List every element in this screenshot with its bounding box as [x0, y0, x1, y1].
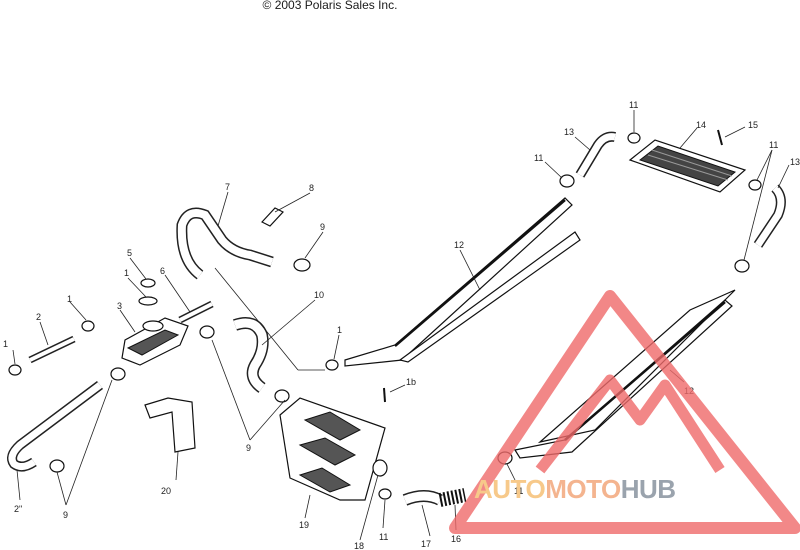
- clamp-part-11-top: [627, 132, 641, 144]
- clamp-part-1-cooler: [325, 359, 339, 371]
- callout-17: 17: [421, 539, 431, 549]
- copyright-text: © 2003 Polaris Sales Inc.: [262, 0, 398, 12]
- hose-part-13-top: [575, 131, 616, 178]
- callout-13: 13: [564, 127, 574, 137]
- watermark-brand: AUTOMOTOHUB: [474, 474, 676, 505]
- heat-exchanger-part-14: [628, 139, 747, 193]
- clip-part-8: [261, 207, 284, 227]
- watermark-brand-moto: MOTO: [545, 474, 621, 504]
- watermark-brand-hub: HUB: [620, 474, 676, 504]
- callout-7: 7: [225, 182, 230, 192]
- callout-11: 11: [769, 140, 778, 150]
- rod-part-2: [28, 335, 76, 364]
- callout-3: 3: [117, 301, 122, 311]
- callout-16: 16: [451, 534, 461, 544]
- callout-13: 13: [790, 157, 800, 167]
- callout-10: 10: [314, 290, 324, 300]
- callout-19: 19: [299, 520, 309, 530]
- clamp-part-9-mid: [199, 325, 215, 339]
- callout-1: 1: [337, 325, 342, 335]
- clamp-part-9-low: [274, 389, 290, 403]
- cap-part-5: [140, 278, 156, 288]
- callout-9: 9: [246, 443, 251, 453]
- bracket-part-20: [144, 397, 196, 453]
- rod-part-6: [178, 300, 214, 324]
- coolant-bottle: [121, 317, 189, 366]
- callout-2: 2: [36, 312, 41, 322]
- callout-1: 1: [124, 268, 129, 278]
- watermark-logo: [449, 290, 800, 534]
- screw-part-15: [717, 129, 723, 146]
- callout-18: 18: [354, 541, 364, 550]
- hose-part-7: [176, 207, 274, 280]
- callout-11: 11: [379, 532, 388, 542]
- callout-6: 6: [160, 266, 165, 276]
- gasket-part-1: [138, 296, 158, 306]
- spring-part-16: [438, 488, 467, 507]
- hose-part-10: [233, 317, 269, 393]
- leader-lines: [12, 110, 790, 541]
- bolt-part-1b: [383, 387, 386, 403]
- callout-9: 9: [63, 510, 68, 520]
- clamp-part-11-right-low: [734, 259, 750, 273]
- callout-14: 14: [696, 120, 706, 130]
- clamp-part-11-upper: [559, 174, 575, 188]
- callout-11: 11: [534, 153, 543, 163]
- callout-5: 5: [127, 248, 132, 258]
- clamp-part-11-bottom: [378, 488, 392, 500]
- cooler-part-12-upper: [344, 197, 581, 367]
- callout-11: 11: [629, 100, 638, 110]
- callout-20: 20: [161, 486, 171, 496]
- grommet-part-18: [372, 459, 388, 477]
- callout-1b: 1b: [406, 377, 416, 387]
- hose-lower-left: [7, 381, 103, 472]
- grille-part-19: [279, 397, 386, 501]
- clamp-part-1-upper: [81, 320, 95, 332]
- callout-labels: 1 2 3 5 1 6 7 8 9 10 1 9 1 2" 9 20 12 13…: [3, 100, 800, 550]
- callout-1: 1: [3, 339, 8, 349]
- clamp-part-9-lower: [49, 459, 65, 473]
- callout-2-quote: 2": [14, 504, 22, 514]
- hose-part-17: [402, 490, 443, 506]
- clamp-part-11-right: [748, 179, 762, 191]
- callout-1: 1: [67, 294, 72, 304]
- callout-11: 11: [514, 486, 523, 496]
- watermark-brand-auto: AUTO: [474, 474, 546, 504]
- callout-15: 15: [748, 120, 758, 130]
- callout-12: 12: [454, 240, 464, 250]
- clamp-part-9-upper: [293, 258, 311, 272]
- clamp-part-1-mid: [110, 367, 126, 381]
- clamp-part-1-left: [8, 364, 22, 376]
- hose-part-13-right: [753, 184, 786, 248]
- callout-9: 9: [320, 222, 325, 232]
- callout-8: 8: [309, 183, 314, 193]
